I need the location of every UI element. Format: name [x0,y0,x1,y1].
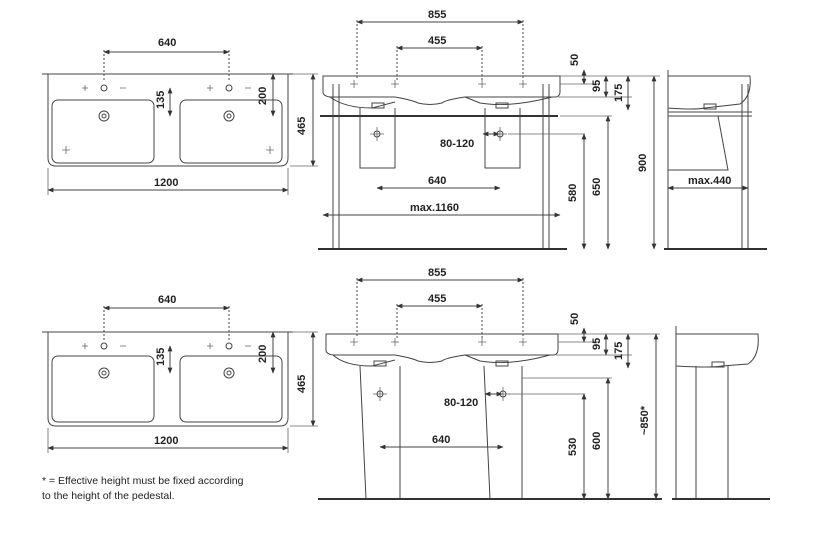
top-side-view: max.440 [664,70,767,250]
bottom-plan-taps-spacing: 640 [158,294,176,306]
bottom-plan-width: 1200 [154,435,178,447]
top-plan-view: 640 135 200 465 1200 [42,37,318,195]
bottom-plan-view: 640 135 200 465 1200 [42,294,318,453]
bottom-plan-depth: 465 [296,375,308,393]
top-front-waste-offset: 80-120 [440,138,474,150]
top-front-rim-height: 50 [569,54,581,66]
footnote-line-1: * = Effective height must be fixed accor… [42,475,244,487]
top-front-pedestal-spacing: 640 [428,175,446,187]
top-front-view: 855 455 50 95 175 80-120 640 max.1160 58… [318,9,660,250]
bottom-front-bowl-height: 95 [591,338,603,350]
top-front-inner-spacing: 455 [428,35,446,47]
top-front-frame-width: max.1160 [410,202,459,214]
bottom-front-outer-spacing: 855 [428,267,446,279]
bottom-plan-rim-depth: 200 [257,345,269,363]
bottom-front-rim-height: 50 [569,313,581,325]
top-plan-taps-spacing: 640 [158,37,176,49]
bottom-front-total-height: 175 [613,342,625,360]
top-plan-rim-depth: 200 [257,87,269,105]
top-front-outer-spacing: 855 [428,9,446,21]
top-side-frame-depth: max.440 [688,175,731,187]
top-front-total-height: 175 [613,84,625,102]
bottom-front-trap-height: 600 [591,432,603,450]
bottom-front-view: 855 455 50 95 175 80-120 640 530 600 ~85… [318,267,662,500]
footnote-line-2: to the height of the pedestal. [42,490,175,502]
top-front-bowl-height: 95 [591,80,603,92]
bottom-front-waste-offset: 80-120 [444,397,478,409]
top-front-overall-height: 900 [637,154,649,172]
top-plan-hole-offset: 135 [155,91,167,109]
top-plan-depth: 465 [296,117,308,135]
bottom-plan-hole-offset: 135 [155,348,167,366]
bottom-side-view [672,326,770,500]
top-front-waste-height: 580 [567,184,579,202]
top-front-rail-height: 650 [591,178,603,196]
bottom-front-overall-height: ~850* [639,405,651,435]
bottom-front-pedestal-spacing: 640 [432,434,450,446]
bottom-front-inner-spacing: 455 [428,293,446,305]
top-plan-width: 1200 [154,177,178,189]
bottom-front-waste-height: 530 [567,438,579,456]
